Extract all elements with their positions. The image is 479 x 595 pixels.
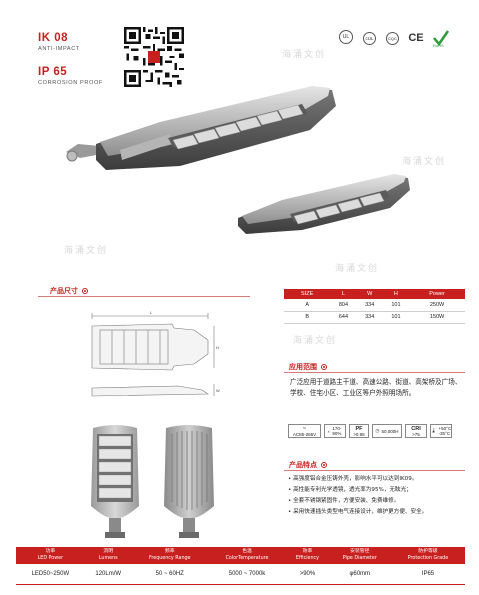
watermark-text: 海涌文创 (293, 336, 338, 346)
ik-rating-sub: ANTI-IMPACT (38, 46, 80, 52)
dimension-drawing: L H W (82, 310, 222, 406)
list-item: • 高强度铝合金压铸外壳，影响水平可以达到IK09。 (288, 476, 418, 482)
cri-spec: CRI>75 (405, 424, 427, 438)
ik-rating: IK 08 (38, 32, 68, 44)
ip-rating-sub: CORROSION PROOF (38, 80, 103, 86)
list-item: • 采用快速插头类型电气连接设计，维护更方便、安全。 (288, 509, 428, 515)
efficiency-icon: ♁ (327, 428, 331, 434)
features-title: 产品特点 (289, 460, 327, 470)
application-text: 广泛应用于道路主干道、高速公路、街道、高架桥及广场、 学校、住宅小区、工业区等户… (290, 378, 462, 397)
spec-icons-row: ~AC85-265V ♁170-90% PF>0.95 ◷50,000H CRI… (288, 424, 452, 438)
cul-cert-icon: cUL (363, 32, 376, 45)
lamp-back-view-image (158, 422, 220, 540)
watermark-text: 海涌文创 (282, 50, 327, 60)
efficiency-spec: ♁170-90% (324, 424, 346, 438)
lifetime-spec: ◷50,000H (372, 424, 402, 438)
temperature-spec: 🌡 +50°C-35°C (430, 424, 452, 438)
length-header: L (330, 289, 357, 299)
thermometer-icon: 🌡 (430, 428, 437, 433)
street-light-small-image (210, 172, 420, 248)
ce-cert-icon: CE (408, 32, 424, 44)
cqc-cert-icon: CQC (386, 32, 399, 45)
qr-code-icon (124, 27, 184, 87)
height-label: H (216, 345, 219, 350)
height-header: H (382, 289, 410, 299)
lamp-front-view-image (85, 422, 145, 540)
power-header: Power (409, 289, 465, 299)
section-marker-icon (321, 364, 327, 370)
list-item: • 高性能专利光学透镜，透光率为95%，无眩光； (288, 487, 412, 493)
watermark-text: 海涌文创 (64, 246, 109, 256)
watermark-text: 海涌文创 (335, 264, 380, 274)
section-divider (284, 372, 465, 373)
section-divider (38, 296, 250, 297)
pf-spec: PF>0.95 (349, 424, 369, 438)
features-list: • 高强度铝合金压铸外壳，影响水平可以达到IK09。 • 高性能专利光学透镜，透… (288, 474, 470, 518)
table-row: LED50~250W 120Lm/W 50 ~ 60HZ 5000 ~ 7000… (16, 564, 465, 585)
clock-icon: ◷ (375, 428, 380, 433)
section-marker-icon (321, 462, 327, 468)
rohs-cert-icon: RoHS (432, 28, 450, 48)
watermark-text: 海涌文创 (402, 157, 447, 167)
section-divider (284, 470, 465, 471)
length-label: L (150, 310, 153, 315)
voltage-spec: ~AC85-265V (288, 424, 321, 438)
ul-cert-icon: UL (339, 30, 353, 44)
width-label: W (216, 388, 220, 393)
ip-rating: IP 65 (38, 66, 68, 78)
list-item: • 全套不锈钢紧固件，方便安装、免费维修。 (288, 498, 400, 504)
product-size-title: 产品尺寸 (50, 286, 88, 296)
width-header: W (356, 289, 383, 299)
street-light-large-image (60, 80, 350, 190)
size-header: SIZE (284, 289, 331, 299)
application-title: 应用范围 (289, 362, 327, 372)
section-marker-icon (82, 288, 88, 294)
